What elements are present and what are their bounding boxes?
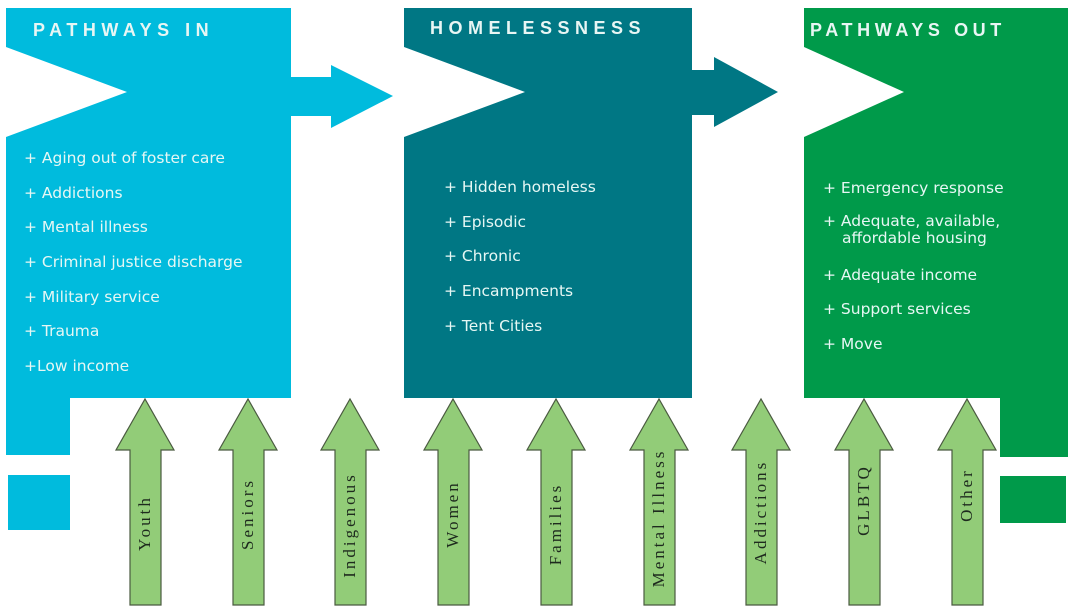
population-label-addictions: Addictions <box>751 459 770 565</box>
list-item: + Mental illness <box>24 218 148 237</box>
list-item: + Episodic <box>444 212 527 231</box>
pathways-out-legend-block <box>1000 476 1066 523</box>
list-item: + Emergency response <box>823 179 1004 197</box>
list-item: + Hidden homeless <box>444 178 596 196</box>
list-item: + Criminal justice discharge <box>24 253 243 272</box>
pathways-in-panel <box>6 8 291 530</box>
population-label-glbtq: GLBTQ <box>854 464 873 536</box>
list-item: + Aging out of foster care <box>24 149 225 167</box>
pathways-out-panel <box>804 8 1068 523</box>
population-label-families: Families <box>546 482 565 566</box>
list-item: + Trauma <box>24 322 100 341</box>
list-item: + Adequate, available, affordable housin… <box>823 212 1053 265</box>
population-label-other: Other <box>957 468 976 522</box>
up-arrow-icon <box>114 397 176 606</box>
pathways-out-title: PATHWAYS OUT <box>810 20 1006 40</box>
population-label-youth: Youth <box>135 495 154 551</box>
up-arrow-icon <box>525 397 587 606</box>
list-item: + Chronic <box>444 247 521 266</box>
list-item: + Adequate income <box>823 265 978 284</box>
list-item: + Move <box>823 335 883 354</box>
list-item: + Addictions <box>24 183 123 202</box>
up-arrow-icon <box>422 397 484 606</box>
list-item: +Low income <box>24 357 130 376</box>
population-label-mental-illness: Mental Illness <box>649 448 668 588</box>
homelessness-panel <box>404 8 692 398</box>
up-arrow-icon <box>833 397 895 606</box>
pathways-in-title: PATHWAYS IN <box>33 20 215 40</box>
homelessness-list: + Hidden homeless + Episodic + Chronic +… <box>444 177 596 350</box>
population-label-seniors: Seniors <box>238 478 257 550</box>
up-arrow-icon <box>730 397 792 606</box>
pathways-in-legend-block <box>8 475 70 530</box>
arrow-right-icon <box>692 57 778 127</box>
arrow-right-icon <box>291 65 393 128</box>
list-item: + Tent Cities <box>444 316 543 335</box>
pathways-in-list: + Aging out of foster care + Addictions … <box>24 148 243 391</box>
population-label-indigenous: Indigenous <box>340 472 359 578</box>
homelessness-title: HOMELESSNESS <box>430 18 647 38</box>
up-arrow-icon <box>217 397 279 606</box>
up-arrow-icon <box>628 397 690 606</box>
up-arrow-icon <box>936 397 998 606</box>
list-item: + Military service <box>24 287 160 306</box>
pathways-out-list: + Emergency response + Adequate, availab… <box>823 178 1053 369</box>
up-arrow-icon <box>319 397 381 606</box>
population-label-women: Women <box>443 480 462 548</box>
list-item: + Encampments <box>444 282 574 301</box>
list-item-text: + Adequate, available, affordable housin… <box>823 211 1001 247</box>
list-item: + Support services <box>823 300 971 319</box>
